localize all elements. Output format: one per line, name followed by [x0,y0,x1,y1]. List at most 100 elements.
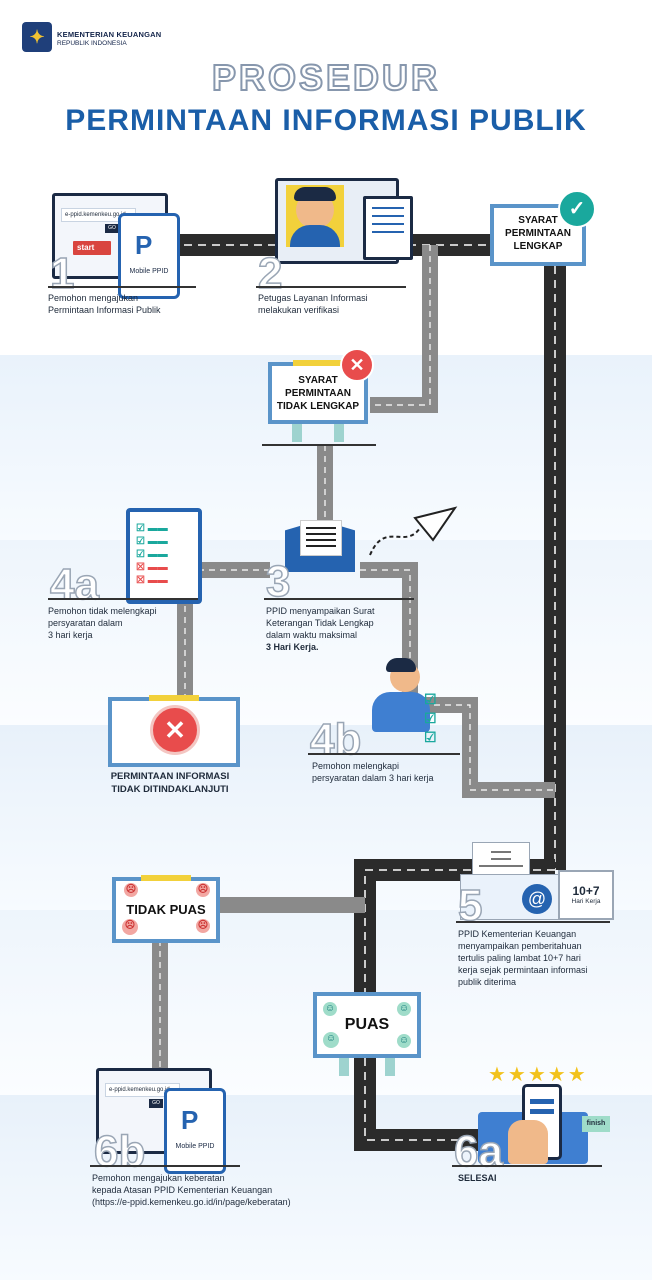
step6a-hand-icon [508,1120,548,1164]
board-incomplete-line2: PERMINTAAN [285,388,351,399]
step4b-caption-line1: Pemohon melengkapi [312,761,400,771]
step1-caption-line2: Permintaan Informasi Publik [48,305,161,315]
sad-face-icon: ☹ [196,883,210,897]
board-incomplete-line1: SYARAT [298,375,338,386]
page-title-line1: PROSEDUR [211,56,441,99]
x-icon: ✕ [340,348,374,382]
rejected-x-icon: ✕ [150,705,200,755]
step1-app-name: Mobile PPID [129,268,169,275]
step2-caption-line2: melakukan verifikasi [258,305,340,315]
email-at-icon: @ [522,884,552,914]
step4a-caption-line3: 3 hari kerja [48,630,93,640]
step1-url-bar: e-ppid.kemenkeu.go.id [61,208,136,222]
step5-badge: 10+7 Hari Kerja [558,870,614,920]
checklist-clipboard-icon: ☑ ▬▬☑ ▬▬☑ ▬▬☒ ▬▬☒ ▬▬ [126,508,202,604]
step5-caption-line2: menyampaikan pemberitahuan [458,941,582,951]
page-title-line2: PERMINTAAN INFORMASI PUBLIK [65,104,587,137]
step2-number: 2 [257,249,283,298]
happy-face-icon: ☺ [397,1034,411,1048]
step3-caption-line1: PPID menyampaikan Surat [266,606,375,616]
step6b-caption-line2: kepada Atasan PPID Kementerian Keuangan [92,1185,273,1195]
step1-number: 1 [49,249,75,298]
step6b-baseline [90,1165,240,1167]
step2-caption-line1: Petugas Layanan Informasi [258,293,368,303]
header-band [0,0,652,170]
rating-stars-icon: ★★★★★ [488,1064,588,1086]
step2-officer-hair-icon [294,187,336,201]
step5-number: 5 [457,881,483,930]
step1-ppid-logo-icon: P [135,230,153,260]
step6a-finish-flag: finish [582,1116,610,1132]
board-satisfied: PUAS ☺ ☺ ☺ ☺ [313,992,421,1076]
step3-caption-line2: Keterangan Tidak Lengkap [266,618,374,628]
step5-baseline [456,921,610,923]
step4b-person-body-icon [372,692,430,732]
rejected-caption: PERMINTAAN INFORMASI TIDAK DITINDAKLANJU… [100,770,240,796]
step2-baseline [256,286,406,288]
board-complete-line1: SYARAT [518,215,558,226]
step4b-checklist-icon: ☑☑☑ [424,691,437,745]
step1-baseline [48,286,196,288]
board-leg [292,424,302,442]
step6a-baseline [452,1165,602,1167]
board-complete-line3: LENGKAP [513,241,563,252]
step6b-caption: Pemohon mengajukan keberatan kepada Atas… [92,1172,291,1208]
step5-caption-line3: tertulis paling lambat 10+7 hari [458,953,581,963]
satisfied-label: PUAS [344,1016,390,1033]
board-incomplete-line3: TIDAK LENGKAP [276,401,360,412]
step6b-go-button: GO [149,1099,163,1108]
ministry-subtitle: REPUBLIK INDONESIA [57,40,127,47]
happy-face-icon: ☺ [323,1002,337,1016]
ministry-name: KEMENTERIAN KEUANGAN [57,30,162,39]
step4a-caption-line2: persyaratan dalam [48,618,123,628]
rejected-line2: TIDAK DITINDAKLANJUTI [111,784,229,795]
sad-face-icon: ☹ [196,919,210,933]
step3-caption: PPID menyampaikan Surat Keterangan Tidak… [266,605,375,653]
board-rejected-tape [149,695,199,701]
step3-baseline [264,598,414,600]
road-to-4b [360,562,555,798]
rejected-line1: PERMINTAAN INFORMASI [110,771,230,782]
step3-caption-line3: dalam waktu maksimal [266,630,358,640]
step6a-number: 6a [453,1127,503,1176]
road-to-incomplete [370,245,438,413]
not-satisfied-label: TIDAK PUAS [126,902,206,917]
step4b-number: 4b [309,715,362,764]
happy-face-icon: ☺ [397,1002,411,1016]
board-leg [334,424,344,442]
step6b-ppid-logo-icon: P [181,1105,199,1135]
step4b-baseline [308,753,460,755]
step6a-caption: SELESAI [458,1173,497,1183]
step6b-phone: P Mobile PPID [164,1088,226,1174]
step1-caption-line1: Pemohon mengajukan [48,293,139,303]
step5-caption-line1: PPID Kementerian Keuangan [458,929,577,939]
happy-face-icon: ☺ [323,1032,339,1048]
step5-caption-line4: kerja sejak permintaan informasi [458,965,588,975]
ministry-logo-icon: ✦ [22,22,52,52]
step1-start-flag: start [73,241,111,255]
step4b-caption: Pemohon melengkapi persyaratan dalam 3 h… [312,760,434,784]
step6b-number: 6b [93,1127,146,1176]
sad-face-icon: ☹ [122,919,138,935]
board-incomplete-tape [293,360,343,366]
step2-officer-shirt-icon [290,225,340,247]
step2-clipboard-icon [363,196,413,260]
step1-phone: P Mobile PPID [118,213,180,299]
step4a-number: 4a [49,560,99,609]
step3-number: 3 [265,557,291,606]
step4a-baseline [48,598,198,600]
step1-go-button: GO [105,224,119,233]
step5-caption: PPID Kementerian Keuangan menyampaikan p… [458,928,588,988]
check-icon: ✓ [558,190,596,228]
step3-letter-icon [300,520,342,556]
step4b-caption-line2: persyaratan dalam 3 hari kerja [312,773,434,783]
board-leg [339,1058,349,1076]
board-leg [385,1058,395,1076]
step1-caption: Pemohon mengajukan Permintaan Informasi … [48,292,161,316]
step5-badge-subtitle: Hari Kerja [571,898,601,905]
step5-badge-title: 10+7 [572,884,600,898]
step3-caption-bold: 3 Hari Kerja. [266,642,319,652]
step4a-caption: Pemohon tidak melengkapi persyaratan dal… [48,605,157,641]
step6b-caption-line1: Pemohon mengajukan keberatan [92,1173,225,1183]
sad-face-icon: ☹ [124,883,138,897]
